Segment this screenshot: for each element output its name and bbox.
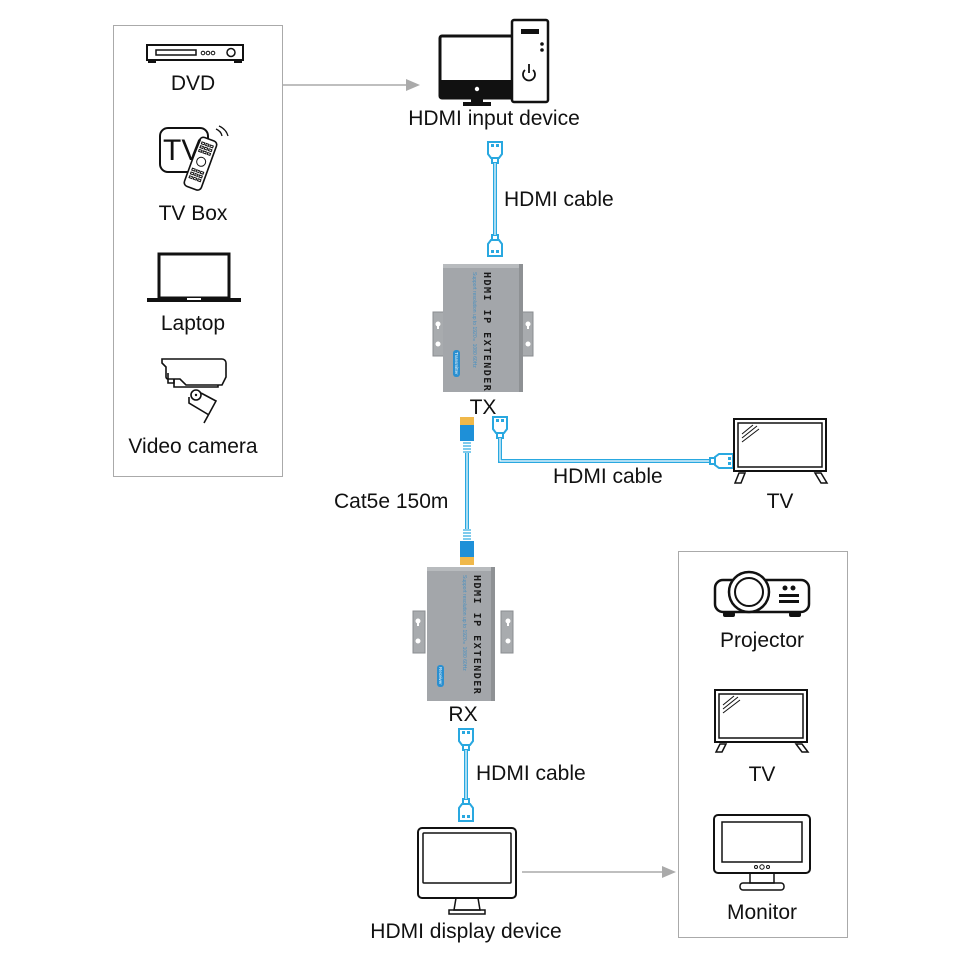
transmitter-subtitle: Support resolution up to 1920×1080 60Hz [471,272,477,368]
network-cable-label: Cat5e 150m [334,490,449,513]
source-label-video-camera: Video camera [128,435,258,458]
output-tv-icon [714,689,810,753]
source-label-laptop: Laptop [160,312,226,335]
dvd-player-icon [146,44,244,63]
transmitter-device: HDMI IP EXTENDER Support resolution up t… [432,260,534,394]
receiver-label: RX [448,703,478,726]
source-devices-panel [113,25,283,477]
hdmi-cable-loop-out [492,416,734,469]
tv-box-icon [159,125,229,191]
source-label-tv-box: TV Box [158,202,228,225]
output-label-tv: TV [748,763,776,786]
receiver-subtitle: Support resolution up to 1920×1080 60Hz [461,575,467,671]
transmitter-label: TX [469,396,497,419]
receiver-product-name: HDMI IP EXTENDER [471,575,482,696]
hdmi-cable-top [487,141,503,257]
display-to-outputs-arrow [522,866,676,878]
hdmi-cable-top-label: HDMI cable [504,188,614,211]
output-label-projector: Projector [719,629,805,652]
hdmi-cable-loop-out-label: HDMI cable [553,465,663,488]
desktop-computer-icon [438,18,550,106]
receiver-badge: Receiver [437,665,444,687]
transmitter-product-name: HDMI IP EXTENDER [481,272,492,393]
source-label-dvd: DVD [170,72,216,95]
receiver-device: HDMI IP EXTENDER Support resolution up t… [412,565,514,701]
projector-icon [713,570,811,617]
display-device-label: HDMI display device [370,920,562,943]
output-label-monitor: Monitor [726,901,798,924]
input-device-label: HDMI input device [408,107,580,130]
loop-out-tv-label: TV [766,490,794,513]
output-monitor-icon [713,814,811,891]
tv-box-icon-text: TV [163,134,202,167]
transmitter-badge: Transmitter [453,350,460,377]
display-device-monitor-icon [417,827,517,915]
video-camera-icon [161,358,227,424]
loop-out-tv-icon [733,418,829,484]
laptop-icon [147,252,241,302]
hdmi-cable-bottom [458,728,474,822]
hdmi-cable-bottom-label: HDMI cable [476,762,586,785]
sources-to-input-arrow [282,79,420,91]
network-cable-cat5e [460,417,474,565]
